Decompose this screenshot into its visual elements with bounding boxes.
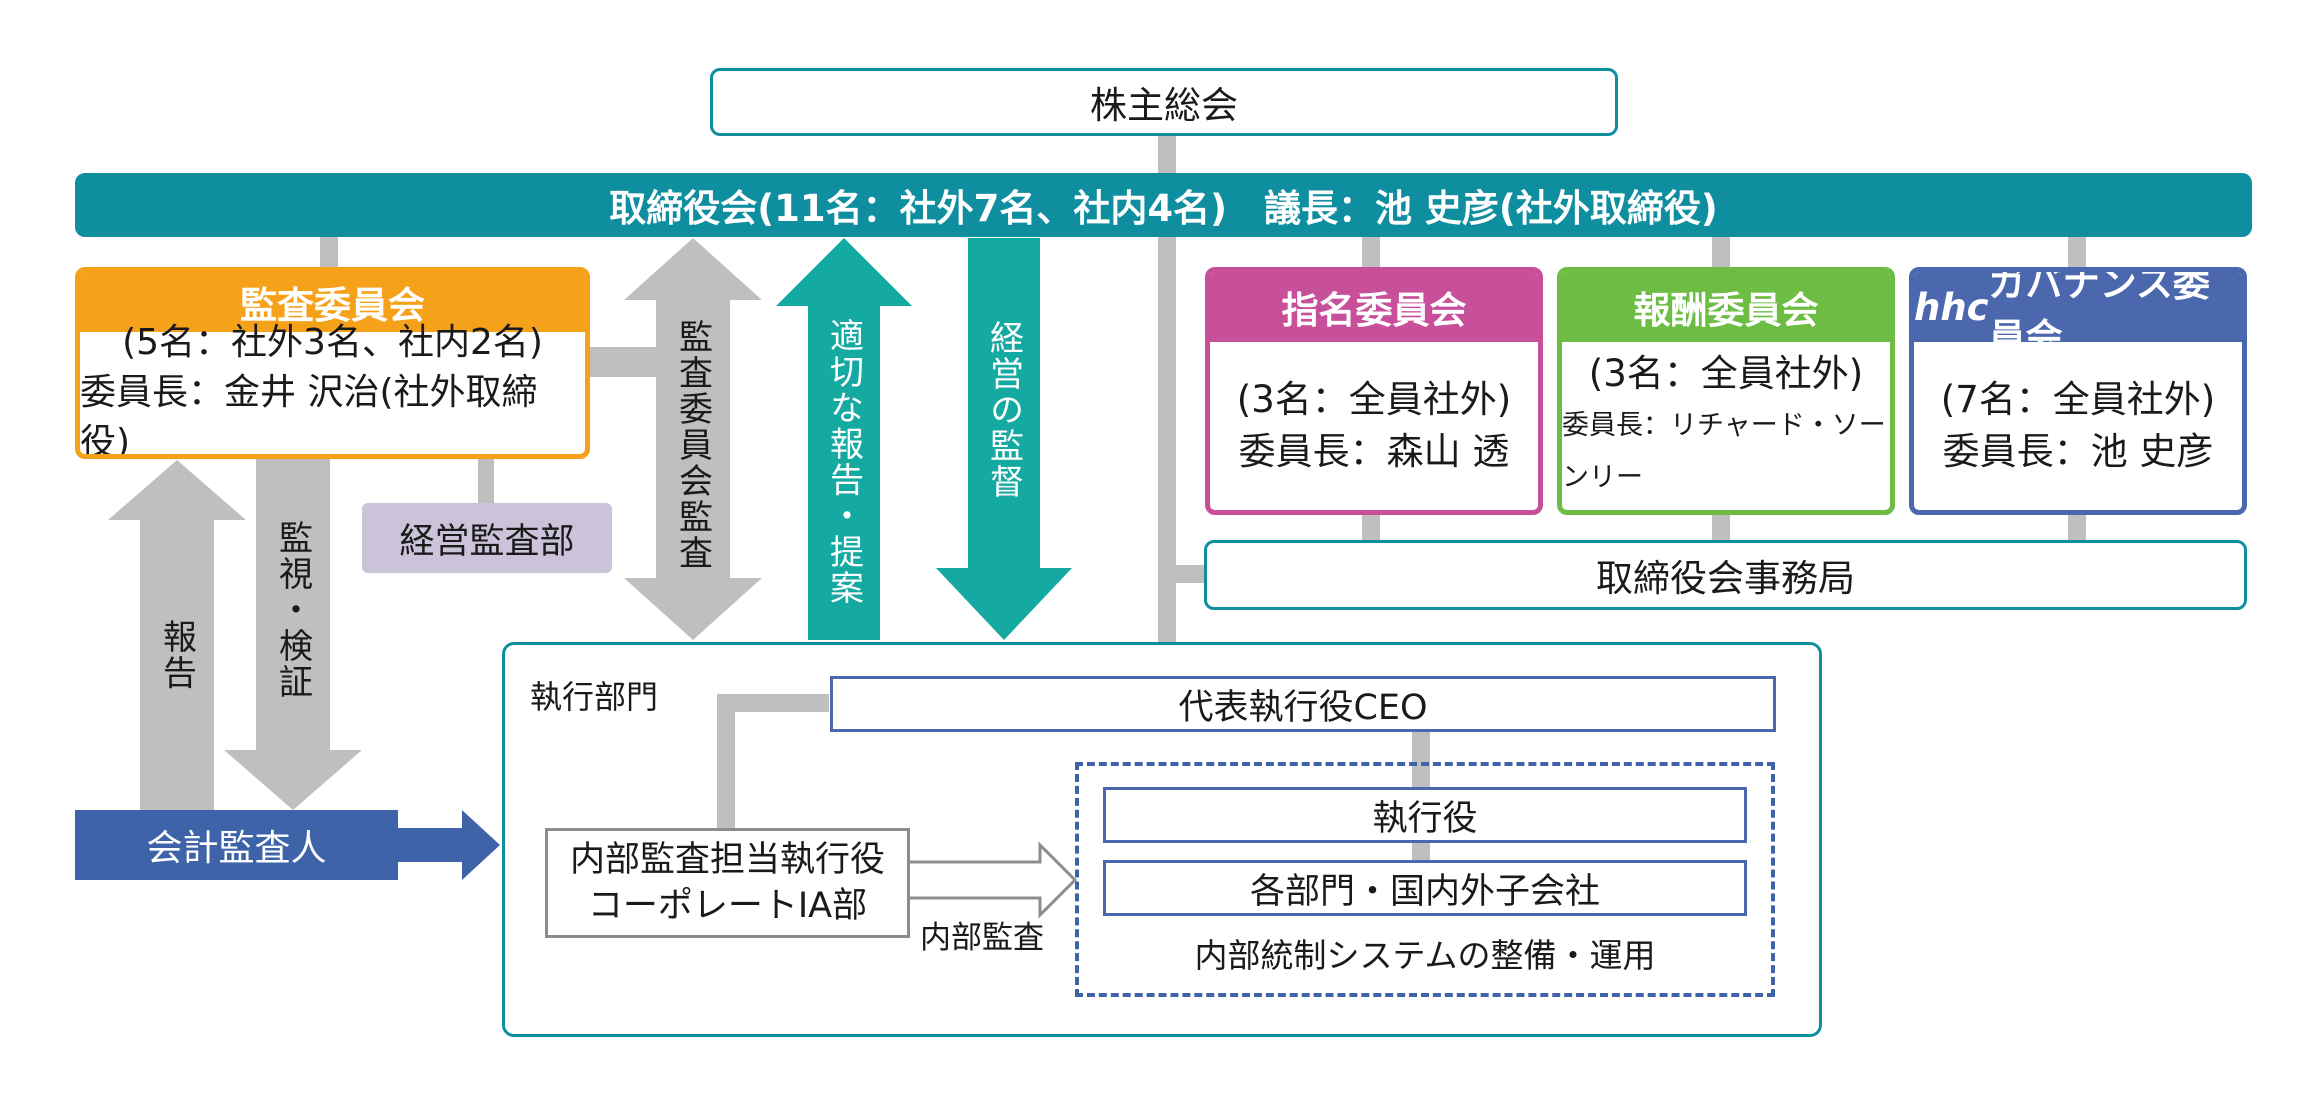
audit-committee-box: 監査委員会 (5名：社外3名、社内2名) 委員長：金井 沢治(社外取締役) <box>75 267 590 459</box>
hhc-italic-label: hhc <box>1914 285 1989 329</box>
compensation-committee-chair: 委員長：リチャード・ソーンリー <box>1562 410 1886 493</box>
board-secretariat-label: 取締役会事務局 <box>1596 557 1855 600</box>
board-of-directors-bar: 取締役会(11名：社外7名、社内4名) 議長：池 史彦(社外取締役) <box>75 173 2252 237</box>
connector-ceo-internal-audit-v <box>717 694 735 830</box>
connector-officers-departments <box>1412 840 1430 860</box>
execution-division-label: 執行部門 <box>530 678 659 716</box>
connector-board-audit <box>320 235 338 267</box>
management-audit-dept-box: 経営監査部 <box>362 503 612 573</box>
internal-audit-label: 内部監査 <box>920 920 1044 956</box>
nomination-committee-members: (3名：全員社外) <box>1236 378 1512 421</box>
connector-ceo-internal-audit <box>717 694 829 712</box>
management-audit-dept-label: 経営監査部 <box>399 521 575 562</box>
internal-audit-arrow <box>906 841 1078 919</box>
connector-hhc-secretariat <box>2068 512 2086 540</box>
accounting-auditor-box: 会計監査人 <box>75 810 398 880</box>
monitoring-verification-label: 監視・検証 <box>272 520 313 700</box>
audit-committee-audit-arrow <box>624 238 762 640</box>
internal-audit-officer-box: 内部監査担当執行役 コーポレートIA部 <box>545 828 910 938</box>
connector-nomination-secretariat <box>1362 512 1380 540</box>
internal-control-label: 内部統制システムの整備・運用 <box>1194 935 1656 975</box>
audit-committee-title: 監査委員会 <box>80 272 585 332</box>
connector-audit-dept <box>478 455 494 505</box>
executive-officers-label: 執行役 <box>1372 798 1478 839</box>
shareholders-meeting-box: 株主総会 <box>710 68 1618 136</box>
nomination-committee-title: 指名委員会 <box>1210 272 1538 342</box>
connector-board-compensation <box>1712 235 1730 267</box>
board-secretariat-box: 取締役会事務局 <box>1204 540 2247 610</box>
audit-committee-chair: 委員長：金井 沢治(社外取締役) <box>80 372 538 459</box>
connector-shareholders-board <box>1158 135 1176 175</box>
ceo-box: 代表執行役CEO <box>830 676 1776 732</box>
connector-audit-arrow <box>583 347 663 377</box>
report-arrow <box>108 460 246 815</box>
connector-board-nomination <box>1362 235 1380 267</box>
departments-subsidiaries-label: 各部門・国内外子会社 <box>1249 871 1600 912</box>
proper-reporting-arrow <box>776 238 912 640</box>
management-supervision-label: 経営の監督 <box>983 320 1024 500</box>
accounting-auditor-label: 会計監査人 <box>146 828 327 869</box>
proper-reporting-label: 適切な報告・提案 <box>823 318 864 606</box>
corporate-ia-dept-label: コーポレートIA部 <box>587 886 868 926</box>
internal-control-dashed-area <box>1075 762 1775 997</box>
report-label: 報告 <box>156 619 197 691</box>
connector-board-hhc <box>2068 235 2086 267</box>
audit-committee-audit-label: 監査委員会監査 <box>672 319 713 571</box>
hhc-committee-chair: 委員長：池 史彦 <box>1942 430 2214 473</box>
ceo-label: 代表執行役CEO <box>1178 687 1428 728</box>
execution-division-box <box>502 642 1822 1037</box>
executive-officers-box: 執行役 <box>1103 787 1747 843</box>
audit-committee-members: (5名：社外3名、社内2名) <box>122 322 543 363</box>
nomination-committee-box: 指名委員会 (3名：全員社外) 委員長：森山 透 <box>1205 267 1543 515</box>
compensation-committee-title: 報酬委員会 <box>1562 272 1890 342</box>
connector-board-execution <box>1158 235 1176 643</box>
hhc-title-rest: ガバナンス委員会 <box>1988 267 2210 359</box>
connector-ceo-officers <box>1412 729 1430 787</box>
internal-audit-officer-label: 内部監査担当執行役 <box>569 840 885 880</box>
hhc-committee-members: (7名：全員社外) <box>1940 378 2216 421</box>
compensation-committee-members: (3名：全員社外) <box>1588 352 1864 395</box>
auditor-to-execution-arrow <box>396 810 500 880</box>
board-of-directors-label: 取締役会(11名：社外7名、社内4名) 議長：池 史彦(社外取締役) <box>609 187 1718 230</box>
connector-spine-secretariat <box>1158 565 1204 583</box>
compensation-committee-box: 報酬委員会 (3名：全員社外) 委員長：リチャード・ソーンリー <box>1557 267 1895 515</box>
departments-subsidiaries-box: 各部門・国内外子会社 <box>1103 860 1747 916</box>
nomination-committee-chair: 委員長：森山 透 <box>1238 430 1510 473</box>
shareholders-meeting-label: 株主総会 <box>1090 84 1238 127</box>
management-supervision-arrow <box>936 238 1072 640</box>
connector-compensation-secretariat <box>1712 512 1730 540</box>
monitoring-arrow <box>224 455 362 810</box>
